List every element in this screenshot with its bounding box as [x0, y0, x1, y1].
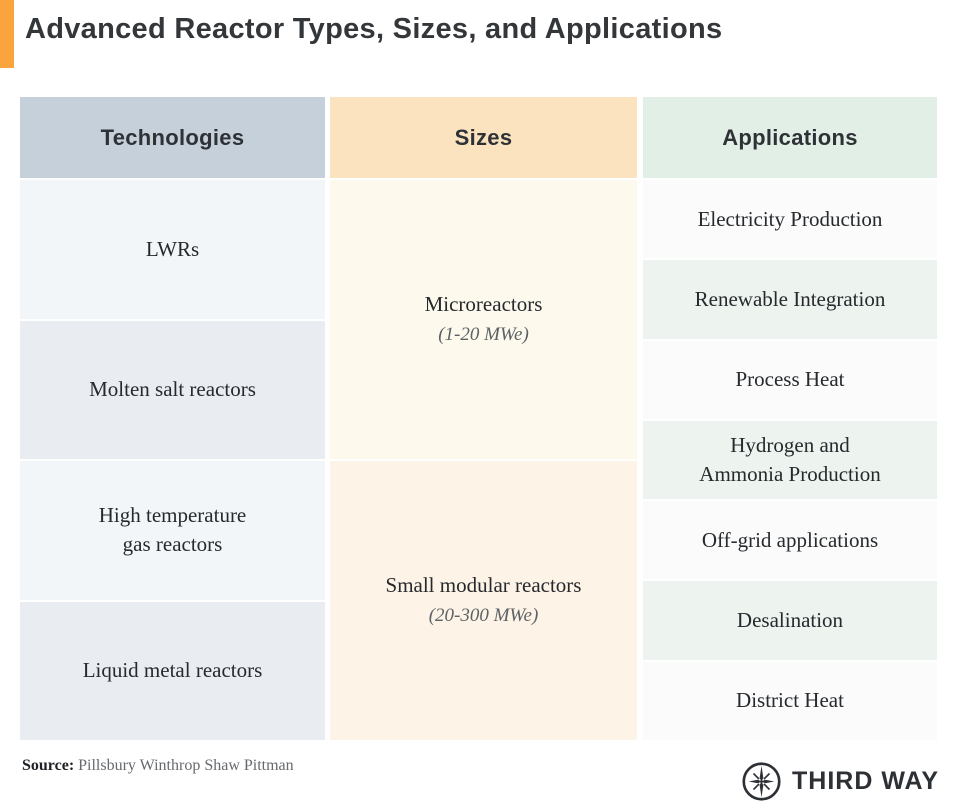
table-cell-application: Off-grid applications [643, 501, 937, 580]
size-range: (20-300 MWe) [428, 605, 539, 627]
column-header-applications: Applications [643, 97, 937, 178]
logo-wordmark: THIRD WAY [792, 767, 939, 795]
title-accent-bar [0, 0, 14, 68]
page-title: Advanced Reactor Types, Sizes, and Appli… [25, 13, 723, 45]
column-sizes: Sizes Microreactors (1-20 MWe) Small mod… [330, 97, 637, 740]
table-cell-technology: High temperature gas reactors [20, 461, 325, 600]
source-text: Pillsbury Winthrop Shaw Pittman [74, 757, 294, 774]
table-cell-size: Small modular reactors (20-300 MWe) [330, 461, 637, 740]
table-cell-application: District Heat [643, 661, 937, 740]
size-name: Small modular reactors [385, 573, 582, 598]
table-cell-technology: Molten salt reactors [20, 320, 325, 459]
table-cell-size: Microreactors (1-20 MWe) [330, 180, 637, 459]
table-cell-technology: Liquid metal reactors [20, 601, 325, 740]
table-cell-application: Renewable Integration [643, 260, 937, 339]
reactor-table: Technologies LWRs Molten salt reactors H… [20, 97, 937, 740]
table-cell-application: Process Heat [643, 340, 937, 419]
column-applications: Applications Electricity Production Rene… [643, 97, 937, 740]
column-header-technologies: Technologies [20, 97, 325, 178]
third-way-logo: THIRD WAY [741, 761, 939, 802]
table-cell-technology: LWRs [20, 180, 325, 319]
size-name: Microreactors [424, 292, 543, 317]
size-range: (1-20 MWe) [438, 324, 529, 346]
column-technologies: Technologies LWRs Molten salt reactors H… [20, 97, 325, 740]
table-cell-application: Desalination [643, 581, 937, 660]
compass-star-icon [741, 761, 782, 802]
column-header-sizes: Sizes [330, 97, 637, 178]
source-label: Source: [22, 757, 75, 774]
table-cell-application: Hydrogen and Ammonia Production [643, 420, 937, 500]
table-cell-application: Electricity Production [643, 180, 937, 259]
source-attribution: Source: Pillsbury Winthrop Shaw Pittman [22, 757, 294, 775]
